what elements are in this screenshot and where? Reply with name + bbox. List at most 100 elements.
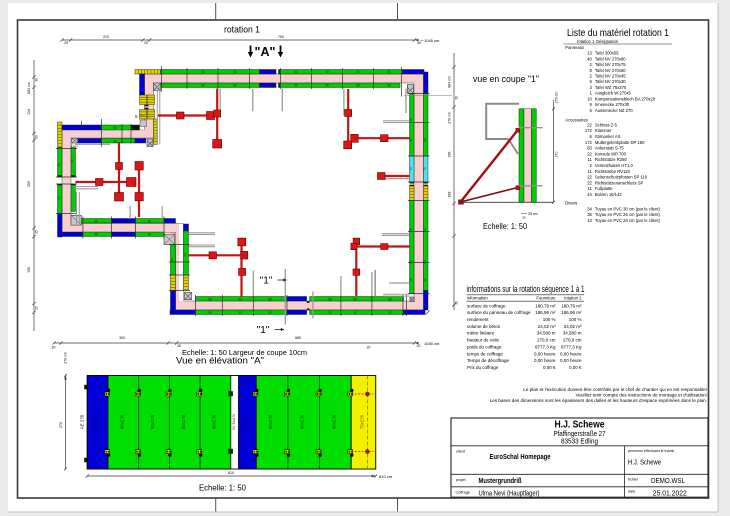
svg-text:44: 44	[587, 192, 592, 197]
svg-text:172: 172	[585, 140, 593, 145]
svg-text:90: 90	[238, 297, 242, 301]
svg-text:270,0 cm: 270,0 cm	[537, 338, 556, 343]
svg-text:Tafel NV 270x90: Tafel NV 270x90	[595, 56, 626, 61]
svg-text:90: 90	[268, 297, 272, 301]
svg-text:Veuillez tenir compte des inst: Veuillez tenir compte des instructions d…	[576, 393, 707, 398]
svg-text:Stirnanker AS: Stirnanker AS	[595, 134, 621, 139]
svg-text:Ankerstab S-75: Ankerstab S-75	[595, 146, 625, 151]
svg-text:Ulma Nevi (Hauptlager): Ulma Nevi (Hauptlager)	[479, 488, 540, 497]
svg-text:Tafel NV 270x75: Tafel NV 270x75	[595, 62, 626, 67]
svg-text:Pfaffingerstraße 27: Pfaffingerstraße 27	[554, 429, 606, 438]
svg-text:0,00 heure: 0,00 heure	[560, 358, 582, 363]
svg-text:Tafel NV 270x45: Tafel NV 270x45	[595, 73, 626, 78]
svg-text:"A": "A"	[255, 45, 276, 59]
svg-text:75: 75	[423, 167, 427, 171]
svg-text:90: 90	[201, 84, 205, 88]
svg-text:300: 300	[119, 336, 125, 340]
svg-text:Les bases des dimensions sont: Les bases des dimensions sont les épaiss…	[490, 398, 707, 403]
svg-text:40: 40	[587, 56, 592, 61]
svg-text:information: information	[467, 296, 488, 301]
svg-text:90x270: 90x270	[300, 414, 305, 429]
svg-text:90: 90	[268, 311, 272, 315]
svg-text:90: 90	[387, 84, 391, 88]
svg-text:296: 296	[448, 152, 452, 158]
svg-text:poids du coffrage: poids du coffrage	[467, 344, 502, 349]
svg-text:volume de béton: volume de béton	[467, 324, 501, 329]
svg-text:90: 90	[233, 70, 237, 74]
svg-text:22: 22	[587, 122, 592, 127]
svg-text:90: 90	[388, 297, 392, 301]
svg-text:90: 90	[57, 196, 61, 200]
svg-text:180,79 m²: 180,79 m²	[535, 303, 556, 308]
svg-text:20: 20	[367, 346, 371, 350]
svg-text:810 cm: 810 cm	[379, 474, 393, 479]
svg-text:810: 810	[228, 471, 234, 475]
svg-text:25: 25	[522, 216, 526, 220]
svg-text:Tafel NV 270x60: Tafel NV 270x60	[595, 68, 626, 73]
svg-text:90: 90	[423, 260, 427, 264]
svg-text:90: 90	[70, 159, 74, 163]
svg-text:Panneaux: Panneaux	[565, 45, 585, 50]
svg-text:20: 20	[35, 135, 39, 139]
svg-text:mètre linéaire: mètre linéaire	[467, 331, 495, 336]
svg-text:186,96 m²: 186,96 m²	[561, 310, 582, 315]
svg-text:270 cm: 270 cm	[555, 92, 559, 104]
svg-text:30: 30	[417, 41, 421, 45]
svg-text:rotation 1: rotation 1	[577, 39, 595, 44]
svg-text:90x270: 90x270	[331, 414, 336, 429]
svg-text:6: 6	[590, 134, 593, 139]
svg-text:90: 90	[409, 278, 413, 282]
svg-text:projet: projet	[456, 478, 466, 482]
svg-text:30: 30	[455, 96, 459, 100]
svg-text:11: 11	[588, 186, 593, 191]
svg-text:1: 1	[590, 91, 593, 96]
svg-text:90: 90	[95, 219, 99, 223]
svg-text:75x270: 75x270	[360, 414, 365, 429]
svg-text:90: 90	[148, 219, 152, 223]
svg-text:90: 90	[57, 163, 61, 167]
svg-text:90: 90	[409, 260, 413, 264]
svg-text:25: 25	[35, 306, 39, 310]
svg-text:90: 90	[353, 311, 357, 315]
svg-text:11: 11	[588, 157, 593, 162]
svg-text:0,00 €: 0,00 €	[543, 365, 556, 370]
svg-text:2: 2	[590, 73, 593, 78]
svg-text:EuroSchal Homepage: EuroSchal Homepage	[490, 454, 551, 461]
svg-text:8: 8	[590, 102, 593, 107]
svg-text:13: 13	[587, 51, 592, 56]
svg-text:90: 90	[325, 70, 329, 74]
svg-text:Mustergrundriß: Mustergrundriß	[479, 476, 522, 485]
svg-text:90: 90	[170, 258, 174, 262]
svg-text:100 %: 100 %	[569, 317, 582, 322]
svg-text:20: 20	[52, 346, 56, 350]
svg-text:90: 90	[238, 311, 242, 315]
svg-text:22: 22	[587, 175, 592, 180]
svg-text:25: 25	[35, 230, 39, 234]
svg-text:90: 90	[183, 253, 187, 257]
svg-text:90: 90	[294, 84, 298, 88]
svg-text:DEMO.WSL: DEMO.WSL	[651, 476, 685, 485]
svg-text:90: 90	[387, 70, 391, 74]
svg-text:90: 90	[201, 70, 205, 74]
svg-text:Echelle: 1: 50: Echelle: 1: 50	[483, 222, 527, 231]
svg-text:Fourniture: Fourniture	[536, 296, 556, 301]
svg-text:210: 210	[103, 35, 109, 39]
svg-text:rotation 1: rotation 1	[224, 25, 260, 36]
svg-text:rendement: rendement	[467, 317, 489, 322]
svg-text:90: 90	[208, 297, 212, 301]
svg-text:90: 90	[328, 297, 332, 301]
svg-text:AE 270: AE 270	[80, 414, 85, 429]
svg-text:6: 6	[590, 79, 593, 84]
svg-text:90: 90	[388, 311, 392, 315]
svg-text:24,02 m³: 24,02 m³	[538, 324, 556, 329]
svg-text:36: 36	[587, 212, 592, 217]
svg-text:270: 270	[555, 152, 559, 158]
svg-text:10: 10	[587, 96, 592, 101]
svg-text:90: 90	[148, 233, 152, 237]
svg-text:13: 13	[587, 218, 592, 223]
svg-text:Schloss Z-5: Schloss Z-5	[595, 122, 618, 127]
svg-text:195: 195	[27, 267, 31, 273]
svg-text:180,79 m²: 180,79 m²	[561, 303, 582, 308]
svg-text:vue en coupe "1": vue en coupe "1"	[473, 74, 539, 85]
svg-text:628: 628	[448, 192, 452, 198]
